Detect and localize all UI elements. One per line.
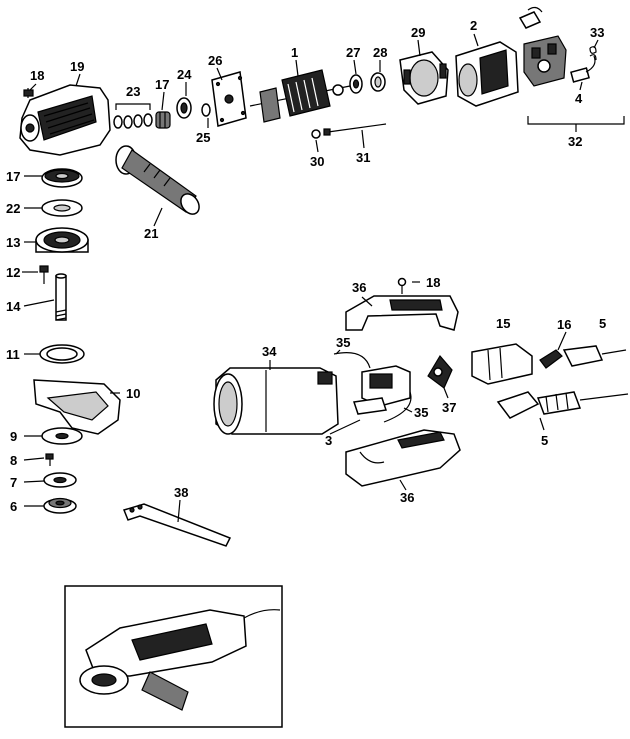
part-sleeve-28 [370, 72, 386, 92]
callout-30: 30 [310, 154, 324, 169]
callout-6: 6 [10, 499, 17, 514]
callout-5b: 5 [541, 433, 548, 448]
callout-11: 11 [6, 347, 20, 362]
part-cord-5-upper [539, 345, 627, 369]
part-clamp-9 [41, 427, 83, 445]
callout-25: 25 [196, 130, 210, 145]
callout-22: 22 [6, 201, 20, 216]
callout-3: 3 [325, 433, 332, 448]
callout-31: 31 [356, 150, 370, 165]
part-stator-2 [455, 41, 519, 107]
callout-26: 26 [208, 53, 222, 68]
callout-12: 12 [6, 265, 20, 280]
part-screw-18-right [397, 277, 407, 294]
callout-27: 27 [346, 45, 360, 60]
callout-17: 17 [6, 169, 20, 184]
part-screw-12 [39, 265, 49, 284]
part-brush-holder-32 [518, 6, 567, 87]
part-spring-33 [589, 46, 597, 61]
callout-23: 23 [126, 84, 140, 99]
callout-36-bottom: 36 [400, 490, 414, 505]
callout-13: 13 [6, 235, 20, 250]
part-spindle-14 [55, 273, 67, 321]
part-bearing-24 [176, 97, 192, 119]
callout-2: 2 [470, 18, 477, 33]
part-bearing-27 [349, 74, 363, 94]
callout-28: 28 [373, 45, 387, 60]
callout-labels: 1 2 3 4 5 5 6 7 8 9 10 11 12 13 14 15 16… [6, 18, 606, 514]
callout-34: 34 [262, 344, 277, 359]
part-motor-housing-34 [213, 367, 339, 435]
part-armature-1 [249, 69, 351, 123]
callout-18-right: 18 [426, 275, 440, 290]
part-switch-3 [353, 365, 411, 415]
part-screw-18-top [23, 88, 34, 98]
callout-10: 10 [126, 386, 140, 401]
part-baffle-29 [399, 51, 449, 105]
part-wrench-38 [122, 503, 232, 547]
part-screw-8 [45, 453, 54, 466]
part-cable-clamp-37 [427, 354, 453, 389]
callout-18-top: 18 [30, 68, 44, 83]
part-washer-11 [39, 344, 85, 364]
part-pinion-17-top [155, 111, 171, 129]
part-strain-relief-15 [471, 343, 533, 385]
part-screw-31 [311, 123, 387, 139]
callout-36-top: 36 [352, 280, 366, 295]
callout-19: 19 [70, 59, 84, 74]
callout-24: 24 [177, 67, 192, 82]
callout-14: 14 [6, 299, 21, 314]
part-flange-7 [43, 472, 77, 488]
part-wire-35-upper [333, 352, 371, 369]
callout-4: 4 [575, 91, 583, 106]
assembled-grinder-inset [64, 585, 283, 728]
callout-37: 37 [442, 400, 456, 415]
callout-7: 7 [10, 475, 17, 490]
part-plate-26 [211, 71, 247, 127]
callout-38: 38 [174, 485, 188, 500]
part-nut-6 [43, 497, 77, 514]
part-bearing-23 [113, 103, 153, 129]
callout-17-top: 17 [155, 77, 169, 92]
callout-5a: 5 [599, 316, 606, 331]
callout-21: 21 [144, 226, 158, 241]
part-side-handle-21 [115, 145, 200, 215]
callout-29: 29 [411, 25, 425, 40]
callout-16: 16 [557, 317, 571, 332]
part-bearing-housing-13 [35, 227, 89, 253]
part-gear-17 [41, 168, 83, 188]
part-wire-35-lower [383, 391, 412, 423]
part-handle-cover-36-top [345, 295, 459, 331]
callout-33: 33 [590, 25, 604, 40]
part-washer-25 [201, 103, 211, 117]
part-handle-cover-36-bottom [345, 429, 461, 487]
part-cord-5-lower [496, 391, 629, 419]
part-gear-head-19 [19, 84, 111, 156]
callout-8: 8 [10, 453, 17, 468]
bracket-32 [527, 116, 625, 125]
callout-1: 1 [291, 45, 298, 60]
callout-9: 9 [10, 429, 17, 444]
callout-35-upper: 35 [336, 335, 350, 350]
part-guard-10 [33, 379, 121, 435]
callout-35-lower: 35 [414, 405, 428, 420]
part-washer-22 [41, 199, 83, 217]
callout-32: 32 [568, 134, 582, 149]
leader-lines [22, 33, 599, 523]
part-carbon-brush-4 [570, 55, 596, 83]
callout-15: 15 [496, 316, 510, 331]
